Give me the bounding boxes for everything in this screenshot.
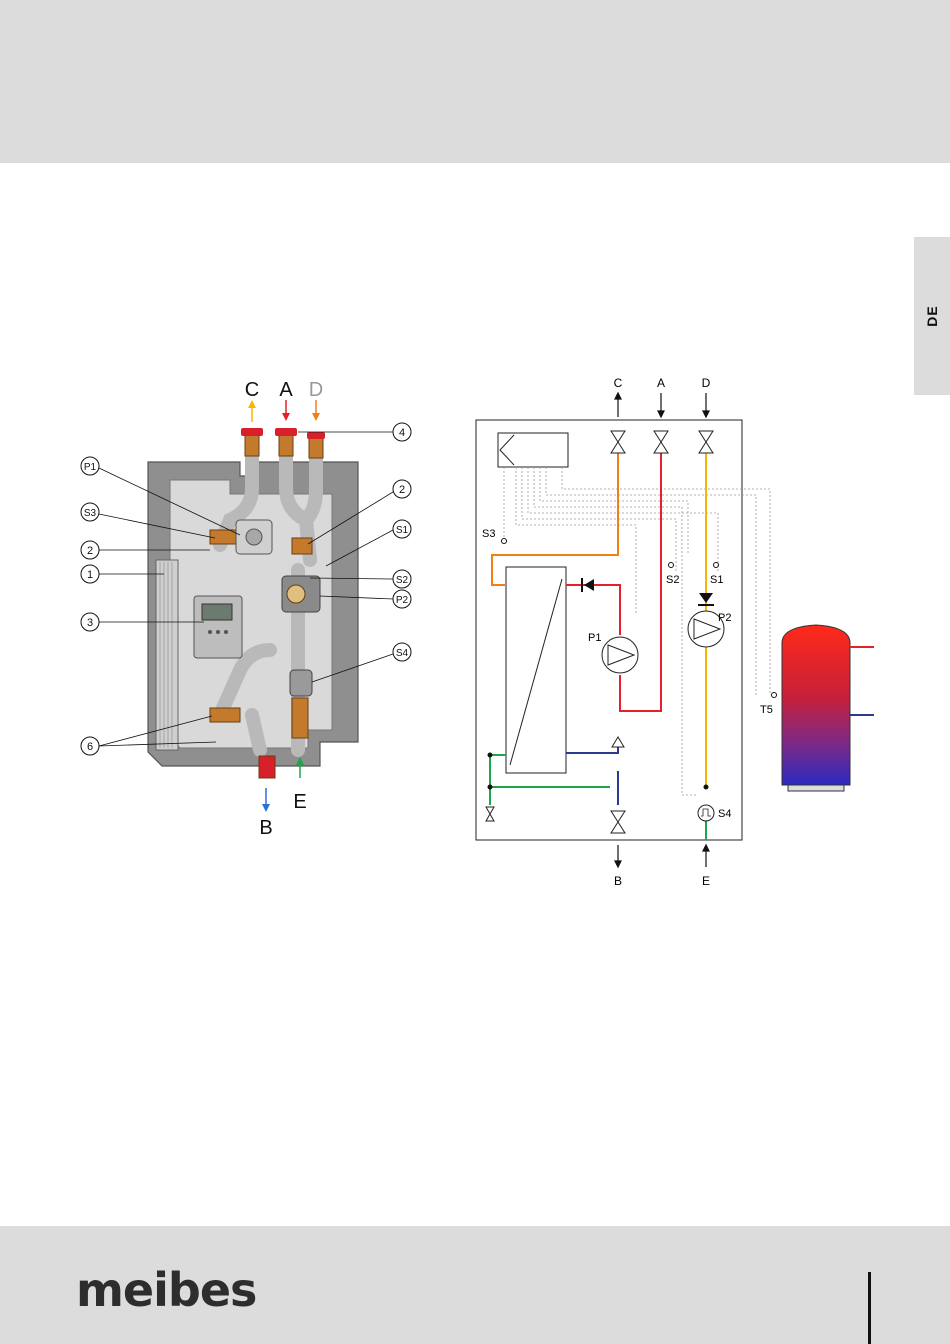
port-label-d: D xyxy=(309,379,323,401)
callout-2-left-label: 2 xyxy=(87,545,93,557)
callout-s4-label: S4 xyxy=(396,648,409,659)
flow-sensor-s4-body xyxy=(290,670,312,696)
arrow-c-icon xyxy=(248,400,256,422)
language-tab[interactable]: DE xyxy=(914,237,950,395)
pump-p2-symbol: P2 xyxy=(688,611,731,647)
line-blue-b xyxy=(566,745,618,805)
callout-4-label: 4 xyxy=(399,427,405,439)
schematic-port-a: A xyxy=(657,376,665,390)
check-valve-p1-icon xyxy=(584,579,594,591)
sensor-t5: T5 xyxy=(760,693,777,717)
callout-6-label: 6 xyxy=(87,741,93,753)
schematic-arrows-bottom xyxy=(615,845,709,867)
schematic-port-e: E xyxy=(702,874,710,888)
sensor-s2: S2 xyxy=(666,563,679,587)
schematic-arrows-top xyxy=(615,393,709,417)
check-valve-p2-icon xyxy=(699,593,713,603)
sensor-s3-label: S3 xyxy=(482,528,495,540)
footer-divider xyxy=(868,1272,871,1344)
storage-tank xyxy=(782,625,874,791)
sensor-s4-label: S4 xyxy=(718,808,731,820)
pump-p1-label: P1 xyxy=(588,632,601,644)
controller-symbol xyxy=(498,433,568,467)
port-label-c: C xyxy=(245,379,259,401)
callout-s1-label: S1 xyxy=(396,525,409,536)
sensor-s3: S3 xyxy=(482,528,507,544)
heat-exchanger-symbol xyxy=(506,567,566,773)
sensor-s1-label: S1 xyxy=(710,574,723,586)
callout-3-label: 3 xyxy=(87,617,93,629)
callout-2-right-label: 2 xyxy=(399,484,405,496)
sensor-s1: S1 xyxy=(710,563,723,587)
sensor-s2-label: S2 xyxy=(666,574,679,586)
pump-p2-label: P2 xyxy=(718,612,731,624)
controller-unit xyxy=(194,596,242,658)
callout-1-label: 1 xyxy=(87,569,93,581)
callout-p2-label: P2 xyxy=(396,595,409,606)
pump-p1-symbol: P1 xyxy=(588,632,638,673)
header-band xyxy=(0,0,950,163)
callout-s2-label: S2 xyxy=(396,575,409,586)
callout-s3-label: S3 xyxy=(84,508,97,519)
svg-text:meibes: meibes xyxy=(76,1270,256,1314)
flow-sensor-s4-symbol: S4 xyxy=(698,805,731,821)
meibes-logo: meibes xyxy=(76,1270,260,1314)
callout-p1-label: P1 xyxy=(84,462,97,473)
hydraulic-schematic: C A D xyxy=(470,375,890,895)
pump-p1-body xyxy=(236,520,272,554)
air-vent-icon xyxy=(612,737,624,747)
arrow-b-icon xyxy=(262,788,270,812)
port-label-b: B xyxy=(259,817,272,839)
schematic-port-c: C xyxy=(614,376,623,390)
pump-p2-body xyxy=(282,576,320,612)
language-label: DE xyxy=(924,305,940,326)
port-label-a: A xyxy=(279,379,293,401)
heat-exchanger xyxy=(156,560,178,750)
sensor-t5-label: T5 xyxy=(760,704,773,716)
station-illustration: C A D xyxy=(70,370,430,850)
port-label-e: E xyxy=(293,791,306,813)
arrow-a-icon xyxy=(282,400,290,421)
arrow-d-icon xyxy=(312,400,320,421)
schematic-port-b: B xyxy=(614,874,622,888)
schematic-port-d: D xyxy=(702,376,711,390)
